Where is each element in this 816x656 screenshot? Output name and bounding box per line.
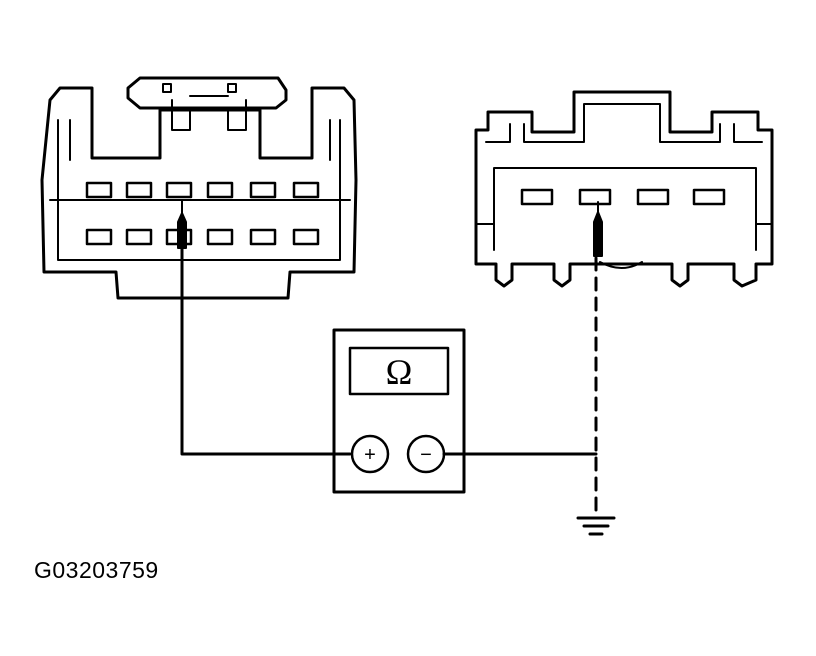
right-connector-body <box>474 90 774 288</box>
ohmmeter-display <box>348 346 450 396</box>
positive-lead-wire <box>180 246 352 456</box>
ohmmeter-body <box>332 328 466 494</box>
ohmmeter <box>332 328 466 494</box>
left-connector-bottom-row <box>85 228 320 246</box>
positive-terminal-label: + <box>364 444 376 466</box>
right-connector-pins <box>520 188 726 206</box>
ground-icon <box>576 516 616 536</box>
right-probe <box>593 201 603 257</box>
left-connector-body <box>40 86 358 300</box>
negative-terminal-label: − <box>420 444 432 466</box>
figure-id: G03203759 <box>34 557 159 583</box>
left-probe <box>177 199 187 249</box>
left-connector <box>40 76 358 300</box>
ohm-symbol: Ω <box>386 352 413 392</box>
positive-terminal <box>350 434 390 474</box>
right-connector <box>474 90 774 288</box>
left-connector-top-row <box>85 181 320 199</box>
left-connector-latch <box>126 76 288 110</box>
negative-terminal <box>406 434 446 474</box>
